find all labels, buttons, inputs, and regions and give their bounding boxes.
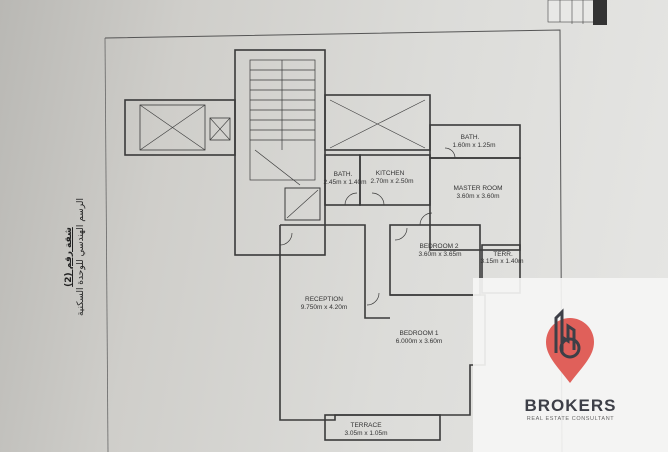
room-labels: BATH. 1.60m x 1.25m BATH. 2.45m x 1.40m … xyxy=(301,134,524,437)
room-size: 3.15m x 1.40m xyxy=(481,258,524,265)
schedule-table-fragment xyxy=(547,0,607,25)
master-room xyxy=(429,157,521,251)
room-name: BEDROOM 2 xyxy=(419,243,458,250)
room-name: TERR. xyxy=(493,251,513,258)
room-name: BATH. xyxy=(461,134,480,141)
brand-name: BROKERS xyxy=(524,396,617,415)
left-shaft xyxy=(124,99,236,156)
room-size: 3.60m x 3.65m xyxy=(419,251,462,258)
room-size: 3.05m x 1.05m xyxy=(345,430,388,437)
sheet-title: شقة رقم (2) الرسم الهندسي للوحدة السكنية xyxy=(63,192,87,322)
brokers-watermark: BROKERS REAL ESTATE CONSULTANT xyxy=(473,278,668,452)
room-name: KITCHEN xyxy=(376,170,405,177)
staircase xyxy=(249,59,316,186)
room-name: RECEPTION xyxy=(305,296,343,303)
reception-room xyxy=(280,224,390,319)
bedroom-2-room xyxy=(389,224,481,296)
room-size: 9.750m x 4.20m xyxy=(301,304,348,311)
doors xyxy=(279,147,456,306)
room-name: MASTER ROOM xyxy=(453,185,502,192)
room-size: 6.000m x 3.60m xyxy=(396,338,443,345)
room-size: 2.45m x 1.40m xyxy=(324,179,367,186)
drawing-subtitle: الرسم الهندسي للوحدة السكنية xyxy=(76,197,86,317)
room-size: 2.70m x 2.50m xyxy=(371,178,414,185)
unit-number-title: شقة رقم (2) xyxy=(64,227,74,287)
room-name: TERRACE xyxy=(350,422,382,429)
room-size: 1.60m x 1.25m xyxy=(453,142,496,149)
room-name: BEDROOM 1 xyxy=(399,330,438,337)
sheet-frame-left xyxy=(104,37,109,452)
top-shaft xyxy=(324,94,431,151)
brand-tagline: REAL ESTATE CONSULTANT xyxy=(526,416,615,422)
brokers-logo-icon xyxy=(546,308,594,383)
room-name: BATH. xyxy=(334,171,353,178)
elevator xyxy=(284,187,321,221)
room-size: 3.60m x 3.60m xyxy=(457,193,500,200)
terrace-room xyxy=(324,414,441,441)
